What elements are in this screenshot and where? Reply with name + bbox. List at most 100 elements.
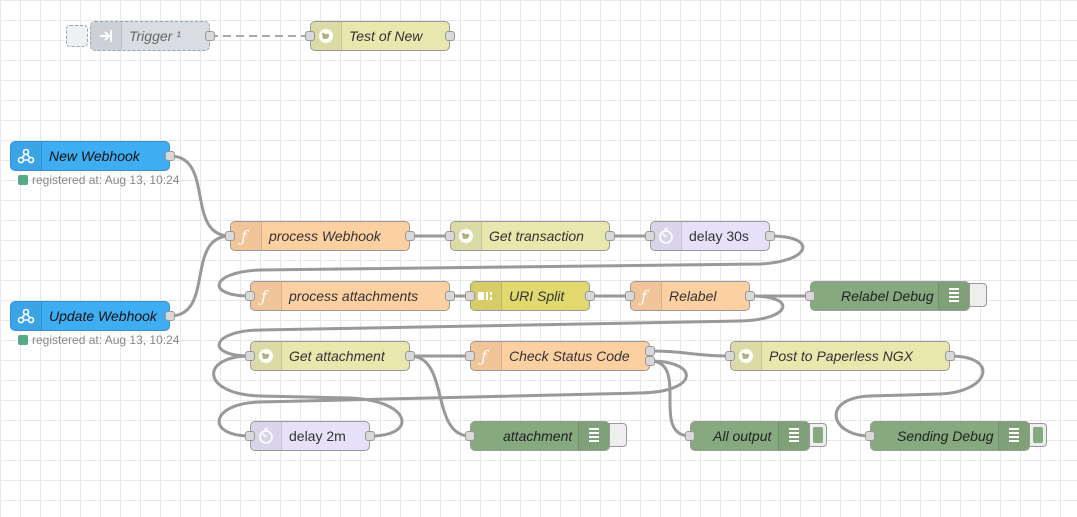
relabel-input-port[interactable] bbox=[625, 291, 635, 301]
relabel-output-port[interactable] bbox=[745, 291, 755, 301]
sending-debug-node[interactable]: Sending Debug bbox=[865, 421, 1030, 451]
new-webhook-node[interactable]: New Webhook bbox=[10, 141, 175, 171]
new-webhook-status-text: registered at: Aug 13, 10:24 bbox=[32, 173, 180, 187]
delay-2m-label: delay 2m bbox=[289, 428, 346, 444]
trigger-node[interactable]: Trigger ¹ bbox=[90, 21, 215, 51]
timer-icon bbox=[251, 422, 282, 450]
get-transaction-node[interactable]: Get transaction bbox=[445, 221, 615, 251]
process-webhook-label: process Webhook bbox=[269, 228, 381, 244]
test-of-new-label: Test of New bbox=[349, 28, 423, 44]
test-of-new-input-port[interactable] bbox=[305, 31, 315, 41]
webhook-icon bbox=[11, 142, 42, 170]
relabel-debug-toggle[interactable] bbox=[969, 283, 987, 307]
uri-split-output-port[interactable] bbox=[585, 291, 595, 301]
check-status-code-output-port-2[interactable] bbox=[645, 356, 655, 366]
all-output-node[interactable]: All output bbox=[685, 421, 810, 451]
wire-delay-processatt bbox=[217, 234, 805, 298]
get-attachment-label: Get attachment bbox=[289, 348, 385, 364]
svg-text:ƒ: ƒ bbox=[638, 287, 650, 305]
debug-list-icon bbox=[578, 422, 609, 450]
svg-text:ƒ: ƒ bbox=[258, 287, 270, 305]
wire-post-sending bbox=[834, 354, 985, 438]
status-dot-icon bbox=[18, 175, 28, 185]
attachment-debug-toggle[interactable] bbox=[609, 423, 627, 447]
new-webhook-output-port[interactable] bbox=[165, 151, 175, 161]
toggle-active-indicator bbox=[813, 427, 823, 443]
process-attachments-output-port[interactable] bbox=[445, 291, 455, 301]
svg-text:ƒ: ƒ bbox=[238, 227, 250, 245]
get-attachment-output-port[interactable] bbox=[405, 351, 415, 361]
arrow-in-icon bbox=[91, 22, 122, 50]
post-to-paperless-output-port[interactable] bbox=[945, 351, 955, 361]
trigger-inject-button[interactable] bbox=[66, 25, 88, 47]
all-output-input-port[interactable] bbox=[685, 431, 695, 441]
relabel-node[interactable]: ƒ Relabel bbox=[625, 281, 755, 311]
function-icon: ƒ bbox=[231, 222, 262, 250]
get-transaction-output-port[interactable] bbox=[605, 231, 615, 241]
relabel-debug-input-port[interactable] bbox=[805, 291, 815, 301]
process-attachments-input-port[interactable] bbox=[245, 291, 255, 301]
update-webhook-status-text: registered at: Aug 13, 10:24 bbox=[32, 333, 180, 347]
delay-30s-output-port[interactable] bbox=[765, 231, 775, 241]
relabel-debug-label: Relabel Debug bbox=[841, 288, 934, 304]
globe-icon bbox=[451, 222, 482, 250]
new-webhook-label: New Webhook bbox=[49, 148, 140, 164]
process-attachments-node[interactable]: ƒ process attachments bbox=[245, 281, 455, 311]
globe-icon bbox=[251, 342, 282, 370]
delay-2m-input-port[interactable] bbox=[245, 431, 255, 441]
new-webhook-status: registered at: Aug 13, 10:24 bbox=[18, 173, 179, 187]
function-icon: ƒ bbox=[631, 282, 662, 310]
attachment-debug-node[interactable]: attachment bbox=[465, 421, 610, 451]
uri-split-node[interactable]: URI Split bbox=[465, 281, 595, 311]
uri-split-input-port[interactable] bbox=[465, 291, 475, 301]
function-icon: ƒ bbox=[471, 342, 502, 370]
trigger-label: Trigger ¹ bbox=[129, 28, 181, 44]
sending-debug-input-port[interactable] bbox=[865, 431, 875, 441]
process-attachments-label: process attachments bbox=[289, 288, 419, 304]
update-webhook-node[interactable]: Update Webhook bbox=[10, 301, 175, 331]
check-status-code-node[interactable]: ƒ Check Status Code bbox=[465, 341, 655, 371]
test-of-new-node[interactable]: Test of New bbox=[305, 21, 455, 51]
process-webhook-node[interactable]: ƒ process Webhook bbox=[225, 221, 415, 251]
post-to-paperless-input-port[interactable] bbox=[725, 351, 735, 361]
post-to-paperless-label: Post to Paperless NGX bbox=[769, 348, 913, 364]
globe-icon bbox=[311, 22, 342, 50]
wire-delay2m-getatt bbox=[212, 354, 404, 438]
test-of-new-output-port[interactable] bbox=[445, 31, 455, 41]
split-icon bbox=[471, 282, 502, 310]
post-to-paperless-node[interactable]: Post to Paperless NGX bbox=[725, 341, 955, 371]
relabel-debug-node[interactable]: Relabel Debug bbox=[805, 281, 970, 311]
timer-icon bbox=[651, 222, 682, 250]
delay-2m-node[interactable]: delay 2m bbox=[245, 421, 375, 451]
trigger-output-port[interactable] bbox=[205, 31, 215, 41]
delay-2m-output-port[interactable] bbox=[365, 431, 375, 441]
delay-30s-node[interactable]: delay 30s bbox=[645, 221, 775, 251]
wire-check-delay2m bbox=[217, 359, 688, 438]
uri-split-label: URI Split bbox=[509, 288, 565, 304]
webhook-icon bbox=[11, 302, 42, 330]
get-attachment-input-port[interactable] bbox=[245, 351, 255, 361]
update-webhook-label: Update Webhook bbox=[49, 308, 157, 324]
sending-debug-toggle[interactable] bbox=[1029, 423, 1047, 447]
check-status-code-label: Check Status Code bbox=[509, 348, 630, 364]
wire-relabel-getatt bbox=[217, 294, 785, 358]
wire-getatt-attdebug bbox=[409, 354, 471, 438]
get-transaction-input-port[interactable] bbox=[445, 231, 455, 241]
debug-list-icon bbox=[998, 422, 1029, 450]
all-output-toggle[interactable] bbox=[809, 423, 827, 447]
attachment-debug-input-port[interactable] bbox=[465, 431, 475, 441]
process-webhook-output-port[interactable] bbox=[405, 231, 415, 241]
get-attachment-node[interactable]: Get attachment bbox=[245, 341, 415, 371]
globe-icon bbox=[731, 342, 762, 370]
attachment-debug-label: attachment bbox=[503, 428, 573, 444]
delay-30s-input-port[interactable] bbox=[645, 231, 655, 241]
wire-updatewebhook-process bbox=[169, 234, 231, 318]
check-status-code-output-port-1[interactable] bbox=[645, 346, 655, 356]
all-output-label: All output bbox=[713, 428, 772, 444]
update-webhook-output-port[interactable] bbox=[165, 311, 175, 321]
function-icon: ƒ bbox=[251, 282, 282, 310]
debug-list-icon bbox=[778, 422, 809, 450]
check-status-code-input-port[interactable] bbox=[465, 351, 475, 361]
process-webhook-input-port[interactable] bbox=[225, 231, 235, 241]
